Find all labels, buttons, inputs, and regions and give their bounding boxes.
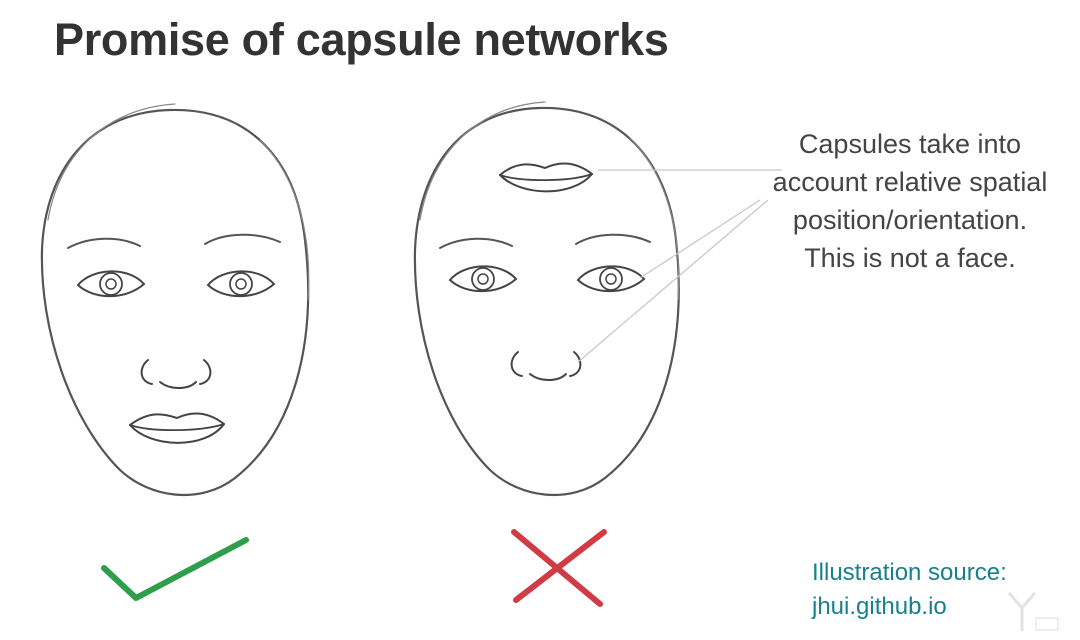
source-link: jhui.github.io [812,593,947,620]
right-eyebrow [204,233,281,245]
face-rearranged [413,101,680,497]
head-outline [40,108,310,497]
face-normal [40,103,310,497]
page-title: Promise of capsule networks [54,14,669,65]
misplaced-mouth [499,162,593,193]
left-eyebrow [67,237,141,249]
nose [140,359,212,389]
source-label: Illustration source: [812,559,1007,586]
head-outline [413,106,680,497]
cross-icon [511,529,607,607]
left-eye [76,270,146,298]
caption-text: Capsules take into account relative spat… [740,125,1080,277]
mouth [129,412,225,444]
nose [510,351,582,381]
right-eye [206,270,276,298]
left-eyebrow [439,237,513,249]
watermark-logo-icon [1008,592,1059,632]
source-credit: Illustration source: jhui.github.io [812,556,1007,624]
callout-lines [577,169,782,363]
checkmark-icon [101,537,249,601]
left-eye [448,265,518,293]
caption-line: account relative spatial [772,167,1048,197]
right-eye [576,265,646,293]
caption-line: Capsules take into [798,129,1022,159]
caption-line: position/orientation. [792,205,1028,235]
caption-line: This is not a face. [804,243,1016,273]
right-eyebrow [575,233,651,245]
